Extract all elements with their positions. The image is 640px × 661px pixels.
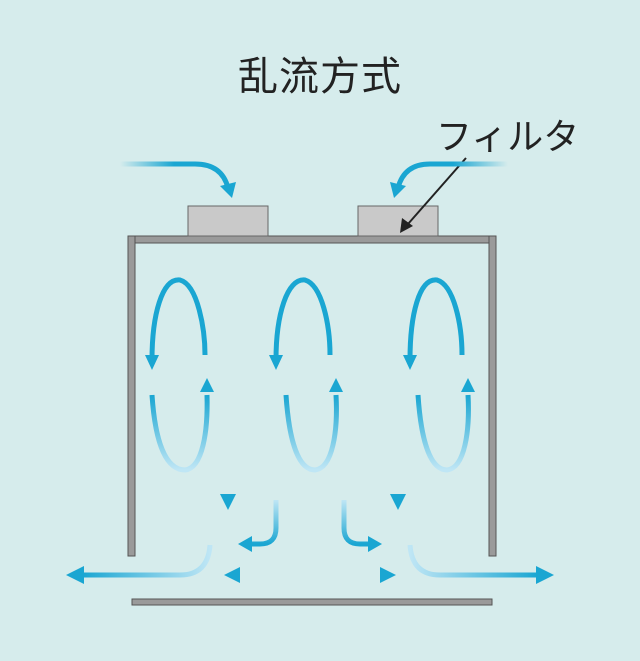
swirl-right xyxy=(403,277,475,473)
downflow-arrow-right xyxy=(390,262,406,510)
exhaust-arrow-center-right xyxy=(346,567,396,583)
housing xyxy=(127,235,497,606)
inlet-arrow-left xyxy=(120,161,236,198)
inlet-arrow-right xyxy=(390,161,508,198)
left-wall xyxy=(127,235,136,557)
exhaust-arrow-right xyxy=(407,544,554,584)
filter-leader-line xyxy=(400,157,467,233)
center-bend-arrow-right xyxy=(341,500,382,552)
swirl-center xyxy=(269,277,343,473)
diagram-title: 乱流方式 xyxy=(238,54,402,100)
filter-right xyxy=(357,205,439,237)
swirl-left xyxy=(145,277,214,473)
center-bend-arrow-left xyxy=(238,500,279,552)
floor-plate xyxy=(131,598,493,606)
downflow-arrow-left xyxy=(220,262,236,510)
right-wall xyxy=(488,235,497,557)
filter-label: フィルタ xyxy=(436,117,580,158)
ceiling-plate xyxy=(127,235,497,244)
exhaust-arrow-center-left xyxy=(224,567,274,583)
filter-left xyxy=(187,205,269,237)
exhaust-arrow-left xyxy=(66,544,213,584)
